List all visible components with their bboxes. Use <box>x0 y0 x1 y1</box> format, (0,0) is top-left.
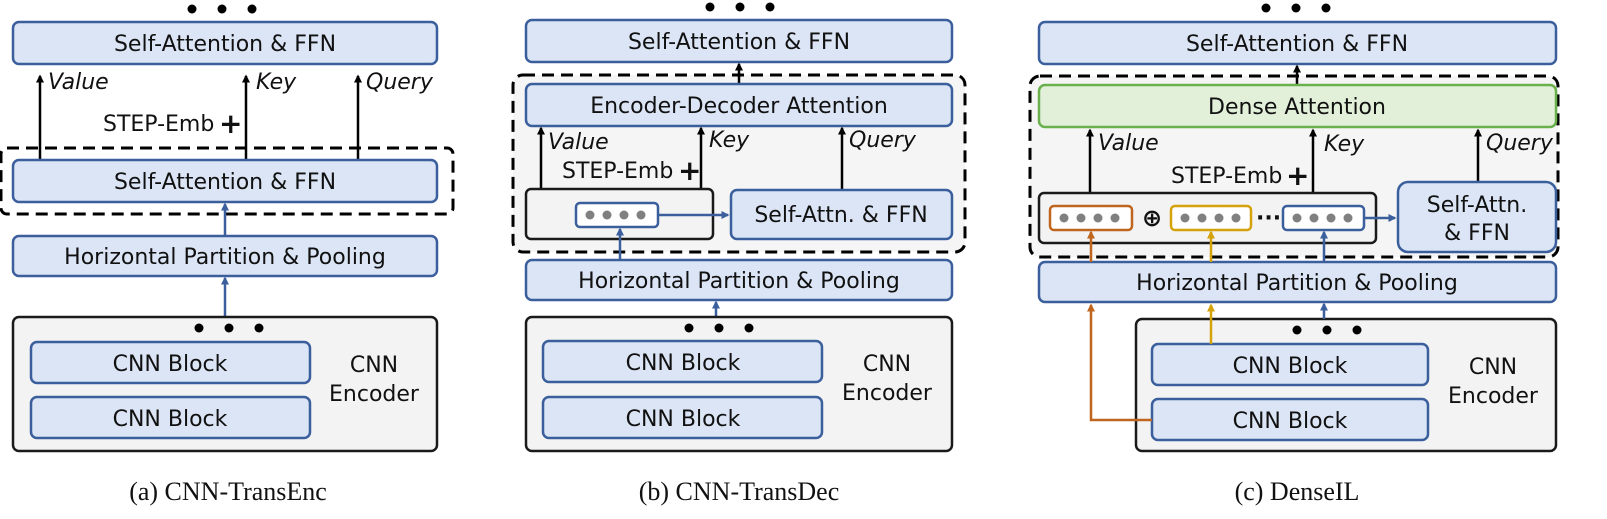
orange-skip-connection-arrow <box>1087 303 1152 422</box>
cnn-encoder-label-line1-b: CNN <box>863 352 911 377</box>
cnn-block-1-label: CNN Block <box>113 352 228 377</box>
query-label-c: Query <box>1486 131 1554 156</box>
self-attn-ffn-label-b: Self-Attn. & FFN <box>754 203 927 228</box>
more-layers-dots-c <box>1261 3 1331 13</box>
self-attention-ffn-inner-label: Self-Attention & FFN <box>114 170 336 195</box>
key-label-b: Key <box>709 128 750 153</box>
key-label-c: Key <box>1324 132 1365 157</box>
step-emb-label-b: STEP-Emb <box>562 159 673 184</box>
cnn-encoder-label-line1-c: CNN <box>1469 355 1517 380</box>
cnn-dots-b <box>684 323 754 333</box>
cnn-block-2-label: CNN Block <box>113 407 228 432</box>
panel-a: Self-Attention & FFN Value Key Query STE… <box>0 4 455 506</box>
feature-dots-blue <box>1292 213 1353 223</box>
dense-attention-block <box>1037 83 1558 129</box>
cnn-block-1 <box>29 340 312 385</box>
encoder-decoder-attention-label: Encoder-Decoder Attention <box>590 94 888 119</box>
caption-c: (c) DenseIL <box>1235 477 1360 506</box>
self-attention-ffn-block-inner <box>11 158 439 204</box>
cnn-encoder-label-line2-c: Encoder <box>1448 384 1539 409</box>
self-attention-ffn-block-top-c <box>1037 20 1558 66</box>
cnn-block-1-label-c: CNN Block <box>1233 354 1348 379</box>
self-attention-ffn-block-top-b <box>524 18 954 64</box>
plus-icon-b: + <box>678 154 701 187</box>
self-attention-ffn-top-label: Self-Attention & FFN <box>114 32 336 57</box>
value-label-b: Value <box>548 130 609 155</box>
plus-icon-c: + <box>1286 159 1309 192</box>
feature-dots-b <box>585 210 646 220</box>
cnn-encoder-label-line2: Encoder <box>329 382 420 407</box>
transformer-layer-dashed-box <box>0 146 455 216</box>
query-label-b: Query <box>849 128 917 153</box>
cnn-block-1-b <box>541 339 824 384</box>
self-attention-ffn-top-label-b: Self-Attention & FFN <box>628 30 850 55</box>
cnn-block-2 <box>29 395 312 440</box>
query-label: Query <box>366 70 434 95</box>
step-emb-label-c: STEP-Emb <box>1171 164 1282 189</box>
horizontal-partition-pooling-block-b <box>524 258 954 302</box>
shallow-feature-vector-icon <box>1048 204 1134 232</box>
self-attention-ffn-block-top <box>11 20 439 66</box>
horizontal-partition-pooling-label-b: Horizontal Partition & Pooling <box>578 269 900 294</box>
ellipsis-icon: ··· <box>1256 206 1281 231</box>
plus-icon: + <box>219 107 242 140</box>
value-label-c: Value <box>1098 131 1159 156</box>
horizontal-partition-pooling-label: Horizontal Partition & Pooling <box>64 245 386 270</box>
self-attn-ffn-block-b <box>729 188 954 241</box>
self-attn-ffn-label-c-line2: & FFN <box>1444 221 1510 246</box>
horizontal-partition-pooling-block <box>11 234 439 278</box>
caption-b: (b) CNN-TransDec <box>639 477 840 506</box>
cnn-block-2-label-b: CNN Block <box>626 407 741 432</box>
cnn-block-1-label-b: CNN Block <box>626 351 741 376</box>
cnn-block-2-label-c: CNN Block <box>1233 409 1348 434</box>
more-layers-dots-b <box>705 2 775 12</box>
dense-attention-label: Dense Attention <box>1208 95 1386 120</box>
cnn-block-2-b <box>541 395 824 440</box>
concat-oplus-icon: ⊕ <box>1142 204 1162 232</box>
self-attn-ffn-block-c <box>1396 180 1558 254</box>
middle-feature-vector-icon <box>1169 204 1253 232</box>
horizontal-partition-pooling-block-c <box>1037 260 1558 304</box>
cnn-block-1-c <box>1150 342 1430 387</box>
encoder-decoder-attention-block <box>524 82 954 128</box>
feature-dots-orange <box>1059 213 1120 223</box>
value-label: Value <box>48 70 109 95</box>
cnn-dots-c <box>1292 325 1362 335</box>
feature-dots-yellow <box>1180 213 1241 223</box>
self-attention-ffn-top-label-c: Self-Attention & FFN <box>1186 32 1408 57</box>
step-emb-label: STEP-Emb <box>103 112 214 137</box>
cnn-encoder-label-line2-b: Encoder <box>842 381 933 406</box>
panel-b: Self-Attention & FFN Encoder-Decoder Att… <box>511 2 967 506</box>
key-label: Key <box>256 70 297 95</box>
horizontal-partition-pooling-label-c: Horizontal Partition & Pooling <box>1136 271 1458 296</box>
cnn-dots-a <box>194 323 264 333</box>
caption-a: (a) CNN-TransEnc <box>129 477 327 506</box>
cnn-encoder-label-line1: CNN <box>350 353 398 378</box>
panel-c: Self-Attention & FFN Dense Attention Val… <box>1028 3 1560 506</box>
more-layers-dots-a <box>187 4 257 14</box>
self-attn-ffn-label-c-line1: Self-Attn. <box>1427 193 1527 218</box>
